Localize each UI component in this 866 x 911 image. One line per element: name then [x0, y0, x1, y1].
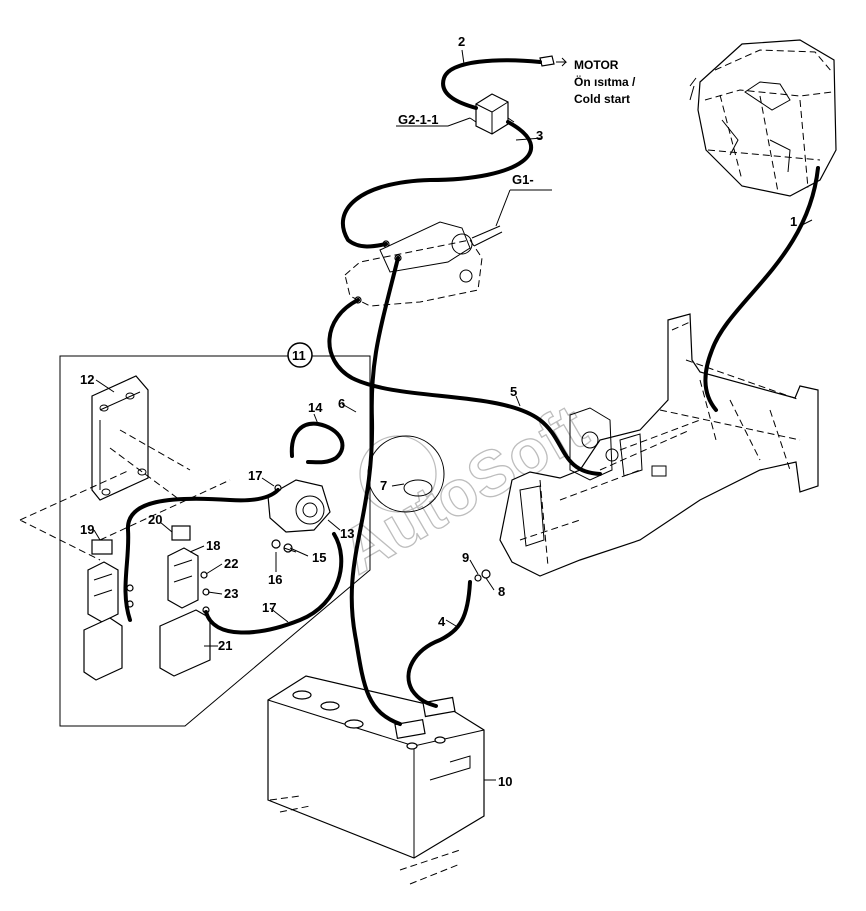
cable-17 [123, 488, 280, 622]
motor-connector [539, 55, 555, 67]
callout-17-top: 17 [248, 468, 262, 483]
chassis-frame-illustration [499, 313, 819, 577]
callout-14: 14 [308, 400, 323, 415]
ref-g2-1-1: G2-1-1 [398, 112, 438, 127]
watermark-ring [359, 435, 437, 513]
callout-19: 19 [80, 522, 94, 537]
callout-10: 10 [498, 774, 512, 789]
motor-note-line3: Cold start [574, 92, 630, 106]
motor-arrow [556, 57, 568, 67]
callout-5: 5 [510, 384, 517, 399]
callout-9: 9 [462, 550, 469, 565]
callout-15: 15 [312, 550, 326, 565]
callout-8: 8 [498, 584, 505, 599]
leader-lines [93, 49, 813, 781]
callout-3: 3 [536, 128, 543, 143]
cable-3 [341, 120, 533, 249]
callout-4: 4 [438, 614, 446, 629]
cable-4 [406, 580, 472, 708]
motor-note-line2: Ön ısıtma / [574, 74, 636, 89]
cable-14 [289, 421, 345, 465]
cab-illustration [689, 39, 837, 197]
callout-20: 20 [148, 512, 162, 527]
callout-1: 1 [790, 214, 797, 229]
cable-5 [327, 298, 602, 476]
detail-box-11 [19, 355, 371, 727]
battery-illustration [267, 675, 485, 885]
callout-11-circle [287, 342, 313, 368]
clamp-7 [403, 479, 433, 497]
bolt-8 [481, 569, 491, 579]
cable-1 [703, 166, 820, 412]
cable-6 [349, 256, 402, 726]
callout-2: 2 [458, 34, 465, 49]
callout-6: 6 [338, 396, 345, 411]
motor-note-line1: MOTOR [574, 58, 619, 72]
callout-23: 23 [224, 586, 238, 601]
callout-21: 21 [218, 638, 232, 653]
washer-9 [474, 574, 482, 582]
callout-18: 18 [206, 538, 220, 553]
callout-11: 11 [292, 348, 306, 363]
cable-2 [441, 58, 542, 110]
callout-17-bottom: 17 [262, 600, 276, 615]
callout-12: 12 [80, 372, 94, 387]
callout-13: 13 [340, 526, 354, 541]
callout-7: 7 [380, 478, 387, 493]
starter-motor-illustration [344, 221, 503, 307]
callout-16: 16 [268, 572, 282, 587]
callout-22: 22 [224, 556, 238, 571]
cable-17b [204, 532, 344, 635]
relay-illustration [469, 93, 515, 135]
ref-g1: G1- [512, 172, 534, 187]
